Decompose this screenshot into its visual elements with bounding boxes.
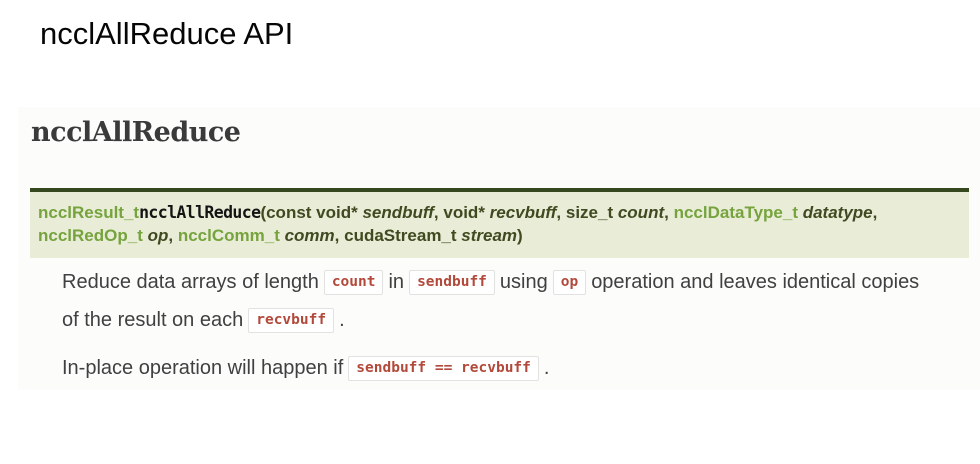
function-signature: ncclResult_tncclAllReduce(const void* se…	[30, 188, 969, 258]
signature-keyword: ,	[664, 203, 674, 222]
body-text: In-place operation will happen if	[62, 357, 344, 379]
signature-keyword: , cudaStream_t	[334, 226, 462, 245]
signature-keyword: ,	[872, 203, 878, 222]
inline-code: sendbuff	[409, 270, 495, 295]
parameter-name: datatype	[802, 203, 873, 222]
inline-code: count	[323, 270, 384, 295]
parameter-name: count	[617, 203, 665, 222]
parameter-name: sendbuff	[362, 203, 434, 222]
inline-code: op	[552, 270, 587, 295]
page-title: ncclAllReduce API	[40, 16, 294, 51]
body-text: .	[543, 357, 550, 379]
parameter-name: recvbuff	[489, 203, 557, 222]
signature-keyword: (const void*	[260, 203, 363, 222]
parameter-name: op	[147, 226, 169, 245]
signature-keyword: )	[517, 226, 523, 245]
body-text: using	[499, 271, 548, 293]
section-heading: ncclAllReduce	[31, 117, 241, 148]
function-name: ncclAllReduce	[139, 203, 261, 222]
inline-code: recvbuff	[248, 308, 335, 333]
type-link[interactable]: ncclComm_t	[177, 226, 280, 245]
body-text: in	[388, 271, 405, 293]
signature-keyword: ,	[168, 226, 178, 245]
type-link[interactable]: ncclResult_t	[38, 203, 140, 222]
inline-code: sendbuff == recvbuff	[348, 356, 539, 381]
parameter-name: stream	[461, 226, 518, 245]
body-text: .	[339, 309, 345, 331]
doc-panel: ncclAllReduce ncclResult_tncclAllReduce(…	[18, 107, 980, 390]
body-text: Reduce data arrays of length	[62, 271, 319, 293]
signature-keyword: , size_t	[556, 203, 618, 222]
signature-keyword: , void*	[433, 203, 490, 222]
body-text: operation and leaves identical copies of…	[62, 271, 920, 331]
type-link[interactable]: ncclDataType_t	[673, 203, 798, 222]
parameter-name: comm	[284, 226, 335, 245]
type-link[interactable]: ncclRedOp_t	[38, 226, 143, 245]
